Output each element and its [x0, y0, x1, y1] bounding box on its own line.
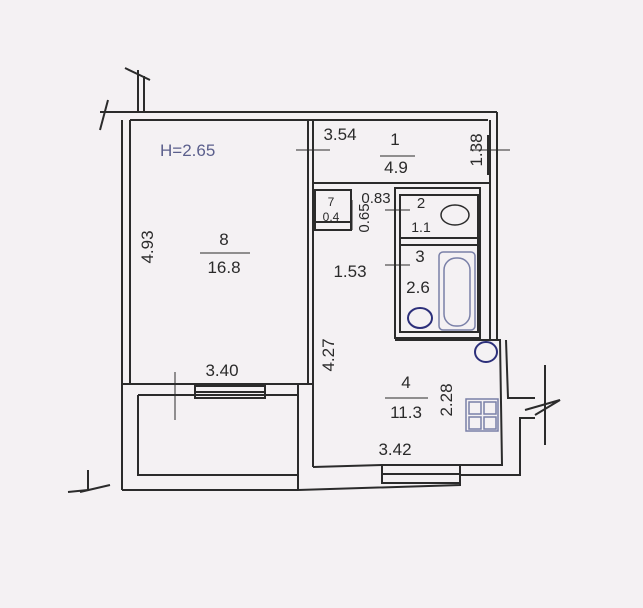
room-2-number: 2: [417, 195, 425, 212]
room-7-number: 7: [328, 195, 335, 209]
bathtub-icon: [438, 251, 476, 331]
room-4-area: 11.3: [390, 403, 422, 422]
dim-room8-length: 4.93: [138, 230, 157, 263]
stove-icon: [465, 398, 499, 432]
fixtures: [407, 204, 499, 432]
dim-corridor-length: 3.54: [323, 125, 356, 144]
room-2-area: 1.1: [411, 219, 431, 235]
room-4-number: 4: [401, 373, 410, 392]
room-8-area: 16.8: [207, 258, 240, 277]
dim-corridor-width: 1.38: [467, 133, 486, 166]
room-7-area: 0.4: [323, 210, 340, 224]
dim-kitchen-width: 3.42: [378, 440, 411, 459]
room-3-area: 2.6: [406, 278, 430, 297]
dim-kitchen-depth: 2.28: [437, 383, 456, 416]
dim-kitchen-length: 4.27: [319, 338, 338, 371]
room-8-number: 8: [219, 230, 228, 249]
toilet-icon: [440, 204, 470, 226]
ceiling-height: H=2.65: [160, 141, 215, 160]
bathroom-sink-icon: [407, 307, 433, 329]
room-1-area: 4.9: [384, 158, 408, 177]
walls: [67, 67, 561, 493]
dim-closet-depth: 0.65: [356, 203, 373, 232]
dim-hall-width: 1.53: [333, 262, 366, 281]
kitchen-sink-icon: [474, 341, 498, 363]
dim-room8-width: 3.40: [205, 361, 238, 380]
labels: H=2.65 8 16.8 1 4.9 7 0.4 2 1.1 3 2.6 4 …: [138, 125, 486, 459]
room-3-number: 3: [415, 247, 424, 266]
room-1-number: 1: [390, 130, 399, 149]
dim-closet-width: 0.83: [361, 190, 390, 207]
